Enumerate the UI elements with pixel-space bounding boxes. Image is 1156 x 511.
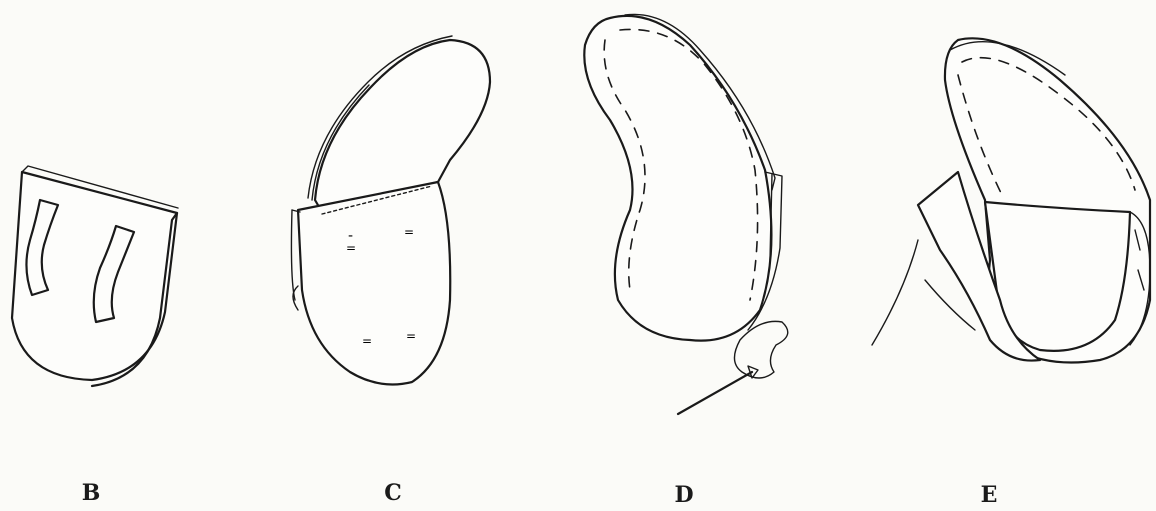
label-d: D [664,482,704,508]
figure-b-drawing [12,166,178,386]
svg-text:=: = [346,241,356,255]
svg-text:=: = [362,334,372,348]
label-b: B [71,480,111,506]
label-c: C [373,480,413,506]
figure-c-drawing: - = = = = [291,36,490,384]
label-e: E [969,482,1009,508]
svg-text:=: = [406,329,416,343]
figure-e-drawing [872,38,1150,362]
svg-text:=: = [404,225,414,239]
figure-d-drawing [584,14,787,414]
